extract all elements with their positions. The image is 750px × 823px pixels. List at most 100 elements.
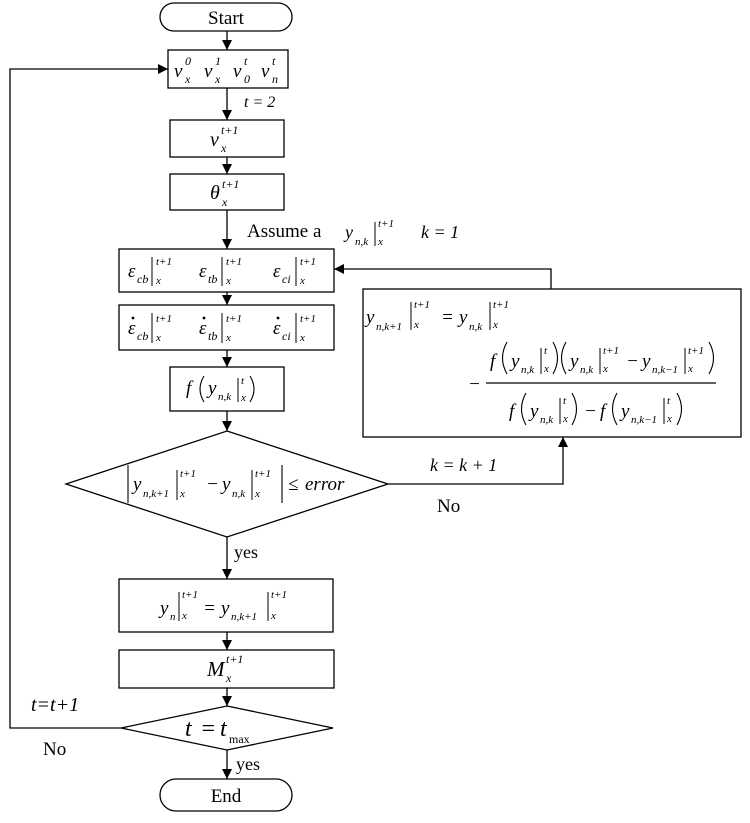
arrow-no-to-update [388, 437, 568, 485]
no-label-outer: No [43, 739, 66, 760]
svg-text:θ: θ [210, 182, 220, 204]
svg-text:=: = [200, 716, 216, 742]
svg-text:x: x [254, 488, 260, 500]
end-terminal [159, 778, 293, 812]
svg-text:t: t [667, 395, 671, 407]
svg-text:t+1: t+1 [221, 123, 238, 137]
svg-text:0: 0 [185, 54, 191, 68]
yes-label-outer: yes [236, 754, 260, 774]
newton-update-box [362, 288, 742, 438]
svg-text:y: y [131, 474, 142, 495]
init-formula: v 0 x v 1 x v t 0 v t n [174, 54, 278, 86]
svg-text:=: = [203, 598, 216, 619]
svg-text:t+1: t+1 [156, 313, 172, 325]
svg-text:tb: tb [208, 272, 217, 286]
svg-text:−: − [206, 474, 219, 495]
svg-text:x: x [666, 413, 672, 425]
svg-text:t: t [220, 716, 228, 742]
svg-text:x: x [181, 610, 187, 622]
svg-text:x: x [377, 236, 383, 248]
svg-text:x: x [221, 195, 228, 209]
svg-text:n,k: n,k [580, 364, 594, 376]
svg-text:t+1: t+1 [378, 218, 394, 230]
svg-text:ci: ci [282, 329, 291, 343]
svg-text:t+1: t+1 [156, 256, 172, 268]
svg-text:y: y [640, 351, 651, 372]
svg-text:y: y [528, 401, 539, 422]
svg-text:1: 1 [215, 54, 221, 68]
svg-text:n,k+1: n,k+1 [143, 488, 169, 500]
theta-formula: θ t+1 x [210, 177, 239, 209]
svg-text:n,k: n,k [355, 236, 369, 248]
strain-formula: ε cb t+1 x ε tb t+1 x ε ci t+1 x [128, 256, 316, 287]
svg-text:f: f [186, 378, 194, 399]
svg-text:x: x [220, 141, 227, 155]
assume-formula: y n,k t+1 x [343, 218, 394, 248]
svg-text:v: v [261, 61, 270, 82]
strain-rate-formula: ε cb t+1 x ε tb t+1 x ε ci t+1 x [128, 313, 316, 344]
theta-box [169, 173, 285, 211]
svg-text:x: x [225, 332, 231, 344]
function-formula: f y n,k t x [186, 375, 255, 404]
svg-text:ε: ε [273, 261, 281, 282]
svg-text:y: y [509, 351, 520, 372]
start-terminal [159, 2, 293, 32]
svg-text:cb: cb [137, 329, 148, 343]
svg-text:x: x [562, 413, 568, 425]
svg-text:t+1: t+1 [271, 589, 287, 601]
svg-text:n,k: n,k [469, 321, 483, 333]
init-box [167, 49, 289, 89]
end-label: End [211, 786, 242, 807]
svg-text:error: error [305, 474, 345, 495]
time-decision [120, 705, 334, 751]
svg-text:max: max [229, 732, 250, 746]
convergence-formula: y n,k+1 t+1 x − y n,k t+1 x ≤ error [127, 465, 345, 503]
svg-text:x: x [299, 275, 305, 287]
svg-text:t+1: t+1 [226, 313, 242, 325]
svg-text:0: 0 [244, 72, 250, 86]
svg-text:y: y [219, 598, 230, 619]
svg-text:x: x [179, 488, 185, 500]
svg-text:x: x [413, 319, 419, 331]
svg-text:x: x [602, 363, 608, 375]
k-increment-label: k = k + 1 [430, 455, 497, 475]
svg-text:cb: cb [137, 272, 148, 286]
svg-text:x: x [225, 275, 231, 287]
svg-text:x: x [687, 363, 693, 375]
arrow-update-to-strain [334, 264, 552, 289]
svg-text:−: − [584, 401, 597, 422]
svg-text:n,k+1: n,k+1 [231, 611, 257, 623]
svg-text:t: t [244, 54, 248, 68]
svg-text:t: t [544, 345, 548, 357]
arrow-time-loop [9, 64, 168, 729]
svg-text:v: v [210, 129, 219, 151]
svg-text:ε: ε [128, 261, 136, 282]
svg-text:ε: ε [273, 318, 281, 339]
svg-text:y: y [619, 401, 630, 422]
svg-text:t+1: t+1 [603, 345, 619, 357]
svg-text:x: x [492, 319, 498, 331]
svg-text:x: x [214, 72, 221, 86]
svg-text:v: v [233, 61, 242, 82]
svg-text:x: x [155, 332, 161, 344]
t-equals-2-label: t = 2 [244, 94, 275, 111]
svg-text:t: t [185, 716, 193, 742]
svg-text:y: y [364, 307, 375, 328]
svg-text:tb: tb [208, 329, 217, 343]
svg-text:t+1: t+1 [182, 589, 198, 601]
time-formula: t = t max [185, 716, 250, 746]
svg-text:x: x [184, 72, 191, 86]
svg-text:ε: ε [199, 318, 207, 339]
svg-text:t+1: t+1 [493, 299, 509, 311]
svg-text:t+1: t+1 [300, 256, 316, 268]
svg-text:f: f [509, 401, 517, 422]
assign-y-box [118, 578, 334, 633]
svg-text:t: t [241, 375, 245, 387]
svg-text:t+1: t+1 [222, 177, 239, 191]
moment-formula: M t+1 x [206, 652, 243, 685]
svg-text:n: n [272, 72, 278, 86]
svg-text:y: y [158, 598, 169, 619]
svg-text:t+1: t+1 [414, 299, 430, 311]
k-equals-1-label: k = 1 [421, 222, 459, 242]
